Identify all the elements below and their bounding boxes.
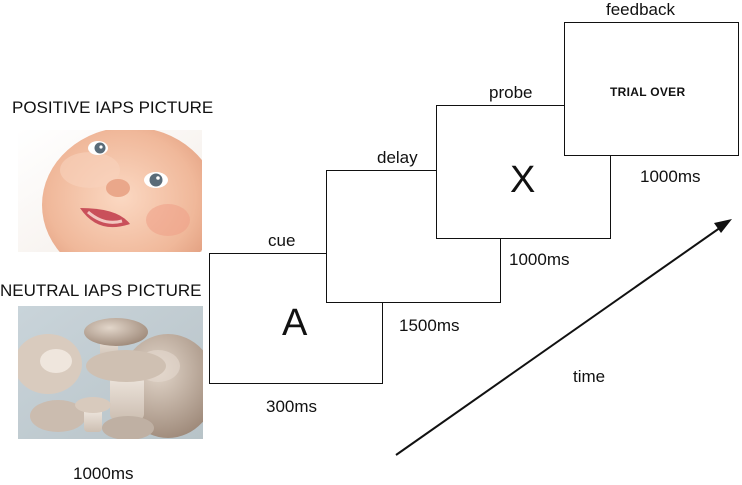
feedback-duration-label: 1000ms: [640, 167, 701, 186]
delay-label: delay: [377, 148, 418, 167]
cue-label: cue: [268, 231, 296, 250]
baby-photo: [18, 130, 202, 252]
probe-label: probe: [489, 83, 533, 102]
time-label: time: [573, 367, 606, 386]
probe-symbol: X: [510, 159, 536, 201]
mushrooms-photo: [18, 306, 203, 439]
feedback-label: feedback: [606, 0, 675, 19]
cue-symbol: A: [282, 302, 308, 344]
neutral-picture-label: NEUTRAL IAPS PICTURE: [0, 281, 202, 300]
cue-duration-label: 300ms: [266, 397, 318, 416]
feedback-message: TRIAL OVER: [610, 85, 686, 99]
picture-duration-label: 1000ms: [73, 464, 134, 483]
positive-picture-label: POSITIVE IAPS PICTURE: [12, 98, 214, 117]
delay-duration-label: 1500ms: [399, 316, 460, 335]
feedback-screen: [564, 22, 739, 156]
probe-duration-label: 1000ms: [509, 250, 570, 269]
